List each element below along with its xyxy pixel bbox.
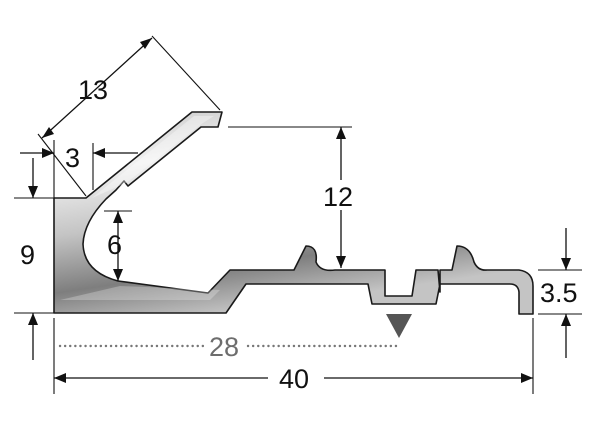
dimension-left-height: 9 [14,158,54,360]
width-arrow-right [521,373,533,383]
dimension-center-distance: 28 [58,314,412,362]
rise-arrow-top [336,127,346,139]
dimension-rise: 12 [228,126,360,268]
center-marker-triangle [386,314,412,338]
dimension-lip-length: 13 [37,35,221,197]
dimension-base-thickness: 3.5 [538,228,582,358]
lip-arrow-top [140,38,152,49]
lip-ext-line-top [151,35,221,111]
total-width-label: 40 [279,364,309,394]
thickness-arrow-bottom [561,314,571,326]
lip-offset-label: 3 [65,143,80,173]
height-arrow-bottom [28,313,38,325]
height-arrow-top [28,186,38,198]
lip-length-label: 13 [78,75,108,105]
dimension-inner-height: 6 [104,210,132,281]
base-thickness-label: 3.5 [540,278,578,308]
lip-arrow-bottom [42,127,54,138]
rise-label-backdrop [318,180,360,210]
offset-arrow-left [42,148,54,158]
profile-section [53,111,534,315]
lip-ext-line-bottom [37,133,87,197]
rise-label: 12 [323,182,353,212]
width-arrow-left [54,373,66,383]
lip-dim-line [41,37,153,139]
inner-arrow-bottom [113,269,123,281]
left-height-label: 9 [20,240,35,270]
dimension-lip-offset: 3 [20,140,138,198]
inner-arrow-top [113,211,123,223]
rise-arrow-bottom [336,256,346,268]
aluminium-profile [53,111,534,315]
offset-arrow-right [93,148,105,158]
lip-highlight [92,116,214,198]
center-distance-label: 28 [209,332,239,362]
body-highlight [60,286,220,300]
thickness-arrow-top [561,258,571,270]
dimension-total-width: 40 [53,318,534,394]
inner-height-label: 6 [107,230,122,260]
